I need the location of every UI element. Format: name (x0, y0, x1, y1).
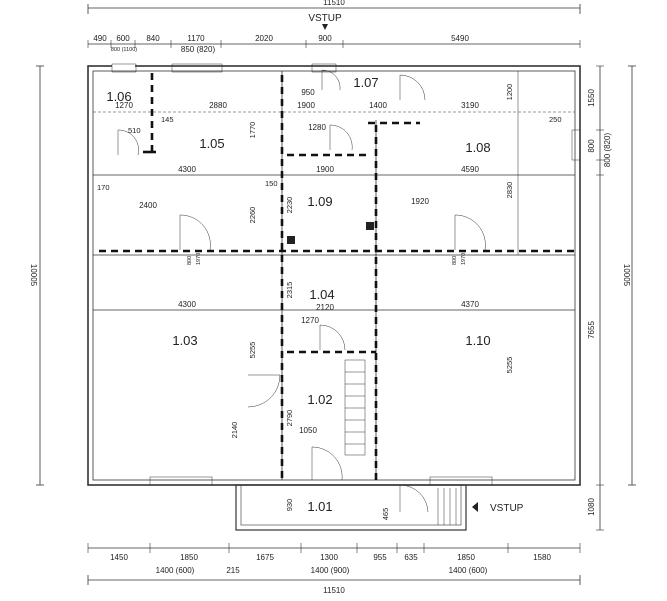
dim-interior: 1270 (115, 101, 133, 110)
dim-top-small: 800 (1100) (111, 47, 137, 53)
dim-right: 7655 (587, 321, 596, 339)
hatched-walls (99, 73, 575, 480)
room-label: 1.03 (172, 333, 197, 348)
dim-interior: 4300 (178, 300, 196, 309)
dim-interior: 2830 (505, 182, 514, 199)
dim-interior: 950 (301, 88, 315, 97)
dim-interior: 465 (381, 508, 390, 521)
dim-interior: 4300 (178, 165, 196, 174)
dim-bottom: 1300 (320, 553, 338, 562)
dim-bottom: 635 (404, 553, 418, 562)
dim-interior: 170 (97, 183, 110, 192)
room-label: 1.01 (307, 499, 332, 514)
dim-interior: 2260 (248, 207, 257, 224)
dim-interior: 1900 (316, 165, 334, 174)
room-label: 1.04 (309, 287, 334, 302)
door-tag: 800 (452, 256, 458, 265)
door-tag: 1970 (196, 253, 202, 265)
dim-interior: 2230 (285, 197, 294, 214)
dim-bottom: 1450 (110, 553, 128, 562)
dim-top: 2020 (255, 34, 273, 43)
dim-right: 1550 (587, 89, 596, 107)
dim-top: 490 (93, 34, 107, 43)
room-label: 1.02 (307, 392, 332, 407)
dim-interior: 3190 (461, 101, 479, 110)
room-label: 1.07 (353, 75, 378, 90)
dim-bottom-sub: 215 (226, 566, 240, 575)
dim-interior: 1770 (248, 122, 257, 139)
entry-arrow-top (322, 24, 328, 30)
dim-interior: 1900 (297, 101, 315, 110)
room-label: 1.09 (307, 194, 332, 209)
door-tag: 1970 (461, 253, 467, 265)
dim-bottom: 955 (373, 553, 387, 562)
plan-linework (36, 4, 636, 585)
dim-interior: 1200 (505, 84, 514, 101)
dim-interior: 930 (285, 499, 294, 512)
dim-bottom: 1850 (180, 553, 198, 562)
dim-interior: 2880 (209, 101, 227, 110)
entrance-right: VSTUP (490, 503, 524, 514)
dim-left-total: 10005 (29, 264, 38, 287)
dim-interior: 2315 (285, 282, 294, 299)
dim-interior: 145 (161, 115, 174, 124)
dim-top: 840 (146, 34, 160, 43)
dim-interior: 5255 (505, 357, 514, 374)
dim-interior: 150 (265, 179, 278, 188)
dim-interior: 1270 (301, 316, 319, 325)
dim-right-total: 10005 (622, 264, 631, 287)
dim-right: 800 (587, 139, 596, 153)
column-marker (287, 236, 295, 244)
dim-interior: 4590 (461, 165, 479, 174)
dim-right: 1080 (587, 498, 596, 516)
entrance-top: VSTUP (308, 13, 342, 24)
dim-top: 850 (820) (181, 45, 216, 54)
dim-interior: 2400 (139, 201, 157, 210)
dim-bottom: 1580 (533, 553, 551, 562)
room-label: 1.06 (106, 89, 131, 104)
room-label: 1.08 (465, 140, 490, 155)
room-label: 1.10 (465, 333, 490, 348)
dim-right: 800 (820) (603, 133, 612, 168)
dim-bottom-sub: 1400 (600) (449, 566, 488, 575)
dim-interior: 1920 (411, 197, 429, 206)
dim-bottom: 1675 (256, 553, 274, 562)
dim-interior: 510 (128, 126, 141, 135)
room-label: 1.05 (199, 136, 224, 151)
dim-interior: 1050 (299, 426, 317, 435)
dim-interior: 250 (549, 115, 562, 124)
dim-interior: 2140 (230, 422, 239, 439)
dim-bottom-sub: 1400 (900) (311, 566, 350, 575)
dim-top: 1170 (187, 34, 205, 43)
dim-top: 5490 (451, 34, 469, 43)
dim-interior: 2120 (316, 303, 334, 312)
entry-arrow-right (472, 502, 478, 512)
dim-interior: 2790 (285, 410, 294, 427)
dim-bottom-sub: 1400 (600) (156, 566, 195, 575)
dim-interior: 5255 (248, 342, 257, 359)
dim-interior: 1280 (308, 123, 326, 132)
column-marker (366, 222, 374, 230)
dim-bottom: 1850 (457, 553, 475, 562)
dim-bottom-total: 11510 (323, 586, 345, 595)
dim-interior: 4370 (461, 300, 479, 309)
dim-top: 900 (318, 34, 332, 43)
dim-interior: 1400 (369, 101, 387, 110)
dim-top-total: 11510 (323, 0, 345, 7)
dim-top: 600 (116, 34, 130, 43)
door-tag: 800 (187, 256, 193, 265)
